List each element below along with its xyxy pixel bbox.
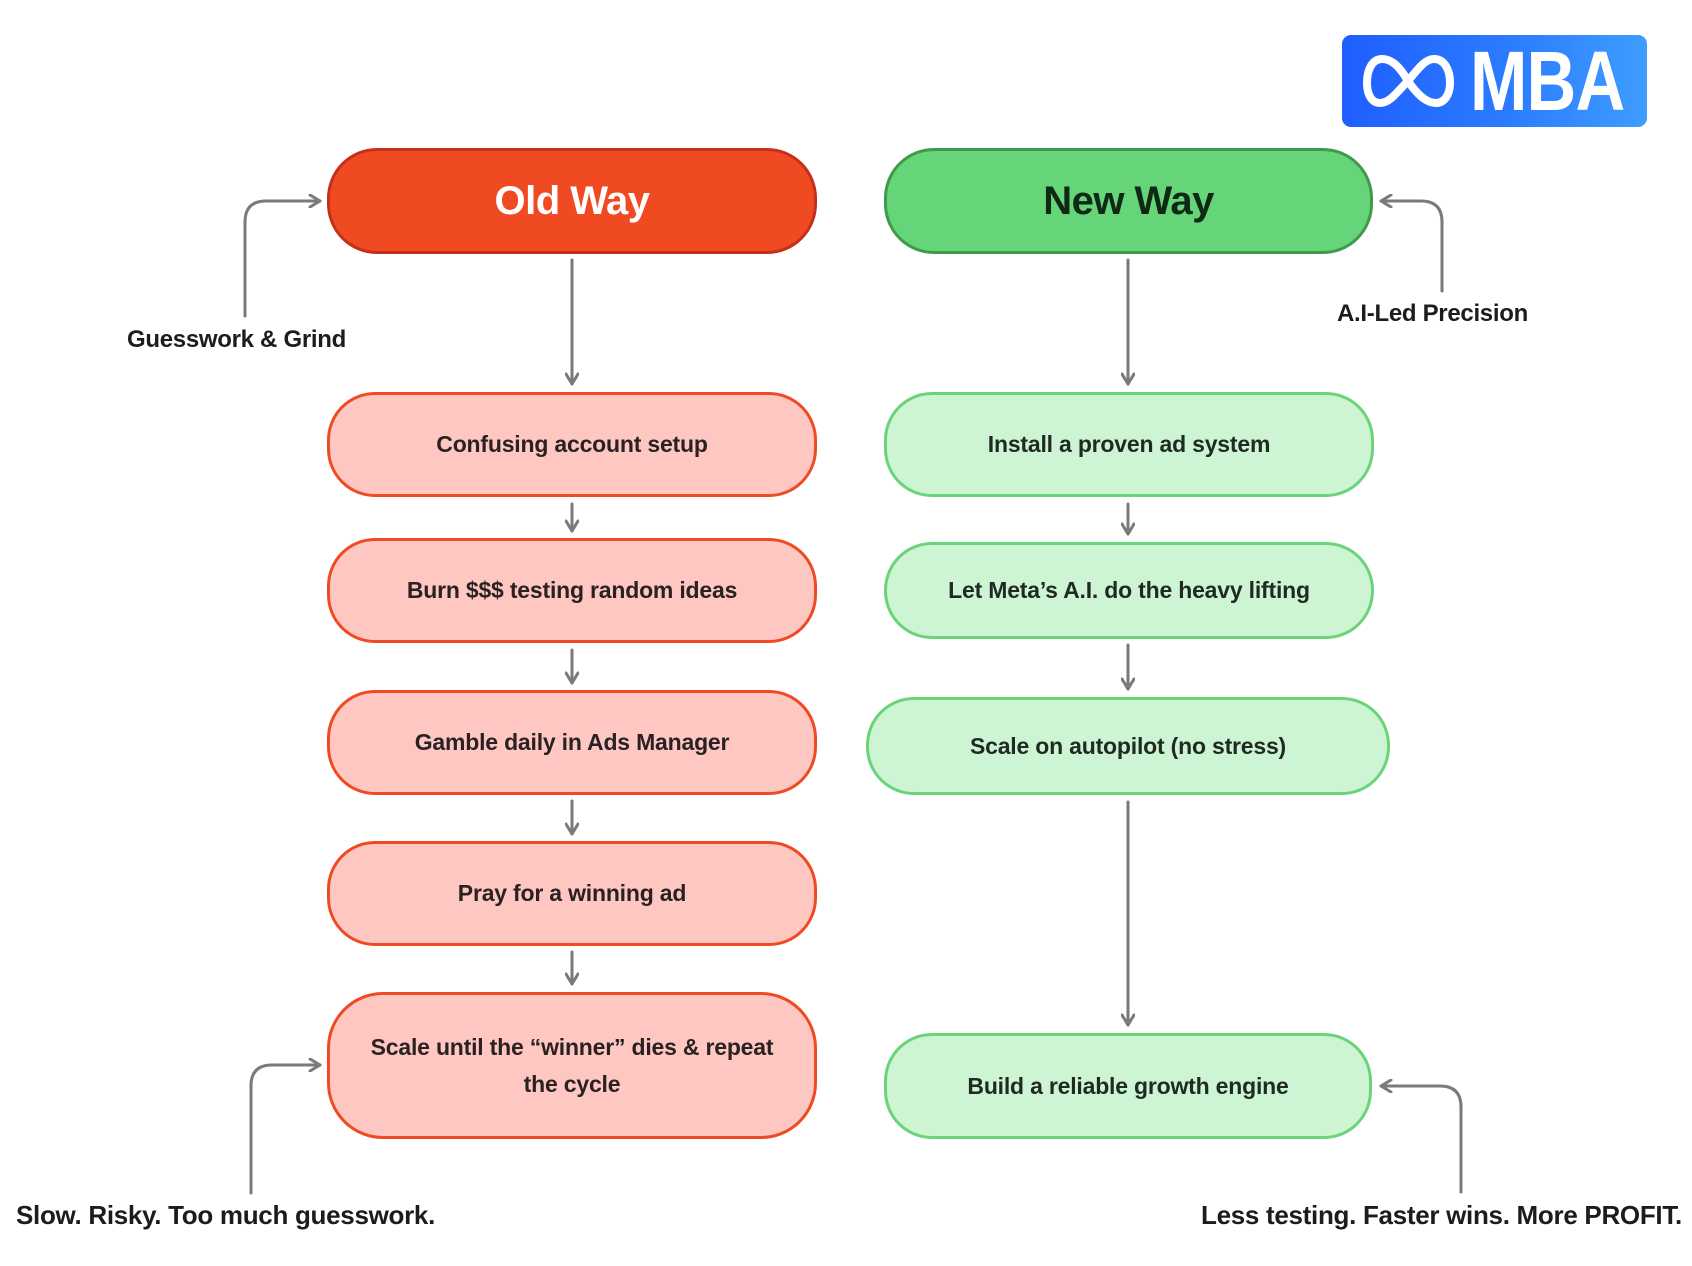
annotation-slow-risky: Slow. Risky. Too much guesswork. [16,1200,436,1230]
new-way-step: Let Meta’s A.I. do the heavy lifting [884,542,1374,639]
new-way-step: Install a proven ad system [884,392,1374,497]
old-way-step: Scale until the “winner” dies & repeat t… [327,992,817,1139]
arrow-less-testing-to-new-step4 [1379,1086,1463,1194]
logo-text: MBA [1470,34,1625,128]
old-way-step: Gamble daily in Ads Manager [327,690,817,795]
old-way-step: Burn $$$ testing random ideas [327,538,817,643]
arrow-ai-to-new-title [1379,201,1444,293]
infinity-icon [1363,55,1454,107]
new-way-header: New Way [884,148,1373,254]
annotation-guesswork: Guesswork & Grind [127,326,346,353]
new-way-step: Scale on autopilot (no stress) [866,697,1390,795]
annotation-less-testing: Less testing. Faster wins. More PROFIT. [1201,1200,1682,1230]
new-way-title: New Way [1043,178,1214,223]
arrow-slow-to-old-step5 [249,1065,322,1195]
annotation-ai-precision: A.I-Led Precision [1337,300,1528,327]
arrow-guesswork-to-old-title [243,201,322,318]
brand-logo: MBA [1342,35,1647,127]
old-way-title: Old Way [494,178,650,223]
old-way-step: Confusing account setup [327,392,817,497]
new-way-step: Build a reliable growth engine [884,1033,1372,1139]
old-way-header: Old Way [327,148,817,254]
old-way-step: Pray for a winning ad [327,841,817,946]
